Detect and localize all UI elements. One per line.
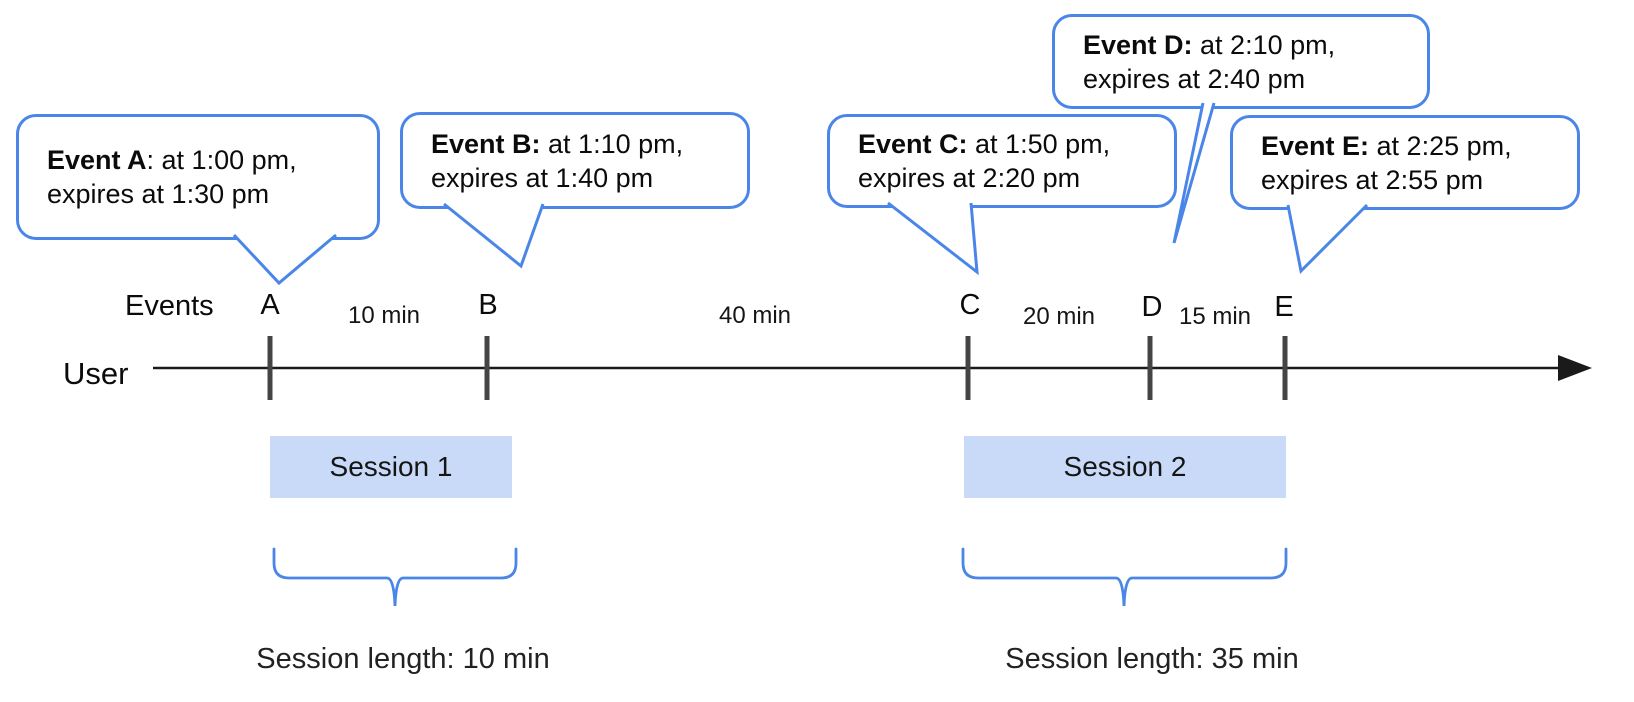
user-axis-label: User: [63, 356, 129, 391]
event-d-line2: expires at 2:40 pm: [1083, 63, 1306, 94]
event-mark-label-e: E: [1274, 291, 1294, 323]
event-a-line2: expires at 1:30 pm: [47, 179, 270, 209]
event-e-line2: expires at 2:55 pm: [1261, 164, 1484, 195]
event-c-title: Event C:: [858, 129, 968, 159]
event-d-title: Event D:: [1083, 29, 1193, 60]
bubble-tail-c: [887, 201, 979, 276]
event-c-bubble: Event C: at 1:50 pm, expires at 2:20 pm: [827, 114, 1177, 208]
timeline-arrowhead-icon: [1558, 355, 1592, 381]
event-mark-label-b: B: [478, 289, 498, 321]
event-c-line2: expires at 2:20 pm: [858, 163, 1081, 193]
session-2-label: Session 2: [1063, 451, 1187, 482]
bubble-tail-d: [1172, 102, 1216, 244]
interval-label-10min: 10 min: [347, 302, 421, 329]
event-d-line1: Event D: at 2:10 pm,: [1083, 29, 1336, 60]
interval-label-20min: 20 min: [1022, 303, 1096, 330]
bubble-tail-a: [232, 233, 337, 286]
session-2-box: Session 2: [964, 436, 1286, 498]
session-1-length-label: Session length: 10 min: [256, 643, 550, 675]
event-e-line1: Event E: at 2:25 pm,: [1261, 130, 1512, 161]
event-a-bubble: Event A: at 1:00 pm, expires at 1:30 pm: [16, 114, 380, 240]
event-b-title: Event B:: [431, 128, 541, 159]
bubble-tail-b: [443, 202, 545, 269]
event-mark-label-d: D: [1141, 291, 1163, 323]
event-a-title: Event A: [47, 145, 147, 175]
bubble-tail-e: [1286, 203, 1369, 275]
session-1-brace: [272, 547, 518, 607]
event-b-line1: Event B: at 1:10 pm,: [431, 128, 684, 159]
event-d-bubble: Event D: at 2:10 pm, expires at 2:40 pm: [1052, 14, 1430, 109]
event-b-bubble: Event B: at 1:10 pm, expires at 1:40 pm: [400, 112, 750, 209]
event-mark-label-c: C: [959, 289, 981, 321]
event-b-line2: expires at 1:40 pm: [431, 162, 654, 193]
interval-label-40min: 40 min: [718, 302, 792, 329]
session-1-box: Session 1: [270, 436, 512, 498]
event-e-bubble: Event E: at 2:25 pm, expires at 2:55 pm: [1230, 115, 1580, 210]
event-c-line1: Event C: at 1:50 pm,: [858, 129, 1111, 159]
events-axis-label: Events: [125, 290, 214, 322]
event-e-title: Event E:: [1261, 130, 1370, 161]
event-a-line1: Event A: at 1:00 pm,: [47, 145, 297, 175]
event-mark-label-a: A: [260, 289, 280, 321]
session-1-label: Session 1: [329, 451, 453, 482]
interval-label-15min: 15 min: [1178, 303, 1252, 330]
session-2-length-label: Session length: 35 min: [1005, 643, 1299, 675]
session-2-brace: [961, 547, 1288, 607]
